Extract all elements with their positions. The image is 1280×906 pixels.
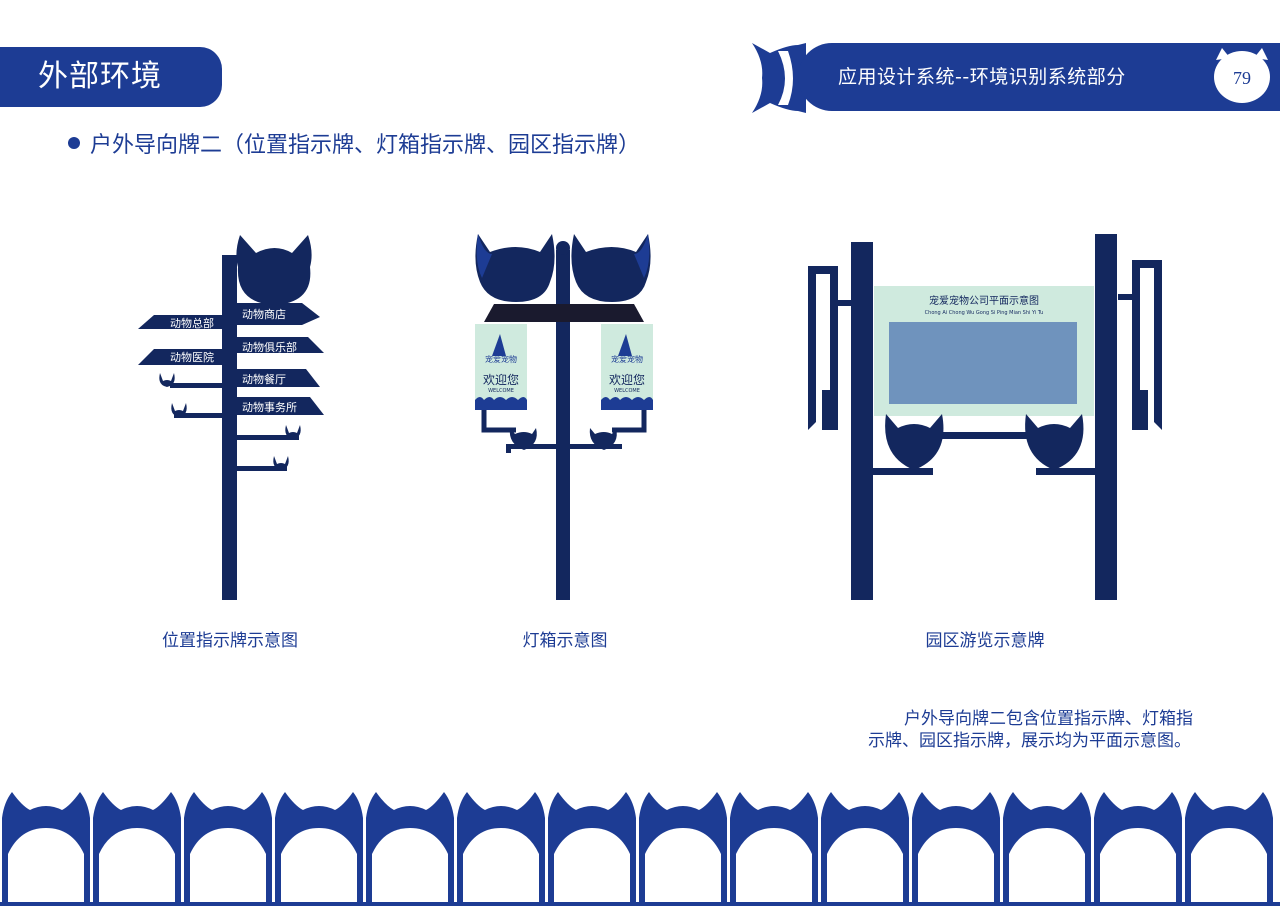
arrow-label: 动物总部 xyxy=(170,316,214,330)
position-sign-illustration: 动物总部 动物医院 动物商店 动物俱乐部 动物餐厅 动物事务所 xyxy=(138,235,324,600)
welcome-label: 欢迎您 xyxy=(609,372,645,387)
park-board-caption: 园区游览示意牌 xyxy=(925,631,1045,651)
lightbox-caption: 灯箱示意图 xyxy=(522,631,608,651)
brand-label: 宠爱宠物 xyxy=(485,354,517,364)
arrow-right-1 xyxy=(237,303,320,325)
board-subtitle: Chong Ai Chong Wu Gong Si Ping Mian Shi … xyxy=(925,310,1044,316)
arrow-label: 动物医院 xyxy=(170,350,214,364)
system-title: 应用设计系统--环境识别系统部分 xyxy=(838,66,1126,88)
arrow-label: 动物俱乐部 xyxy=(242,340,297,354)
page-number-badge xyxy=(1214,51,1270,103)
bullet-icon xyxy=(68,137,80,149)
arrow-right-4 xyxy=(237,397,324,415)
arrow-label: 动物餐厅 xyxy=(242,372,286,386)
arrow-left-2 xyxy=(138,349,222,365)
board-title: 宠爱宠物公司平面示意图 xyxy=(929,294,1039,307)
lightbox-illustration: 宠爱宠物 宠爱宠物 欢迎您 欢迎您 WELCOME WELCOME xyxy=(475,234,653,600)
arrow-right-2 xyxy=(237,337,324,353)
welcome-label: 欢迎您 xyxy=(483,372,519,387)
page-badge-ears-icon xyxy=(1216,48,1268,60)
cat-ear-border-decoration xyxy=(0,792,1280,906)
section-title-bar xyxy=(0,47,222,107)
arrow-left-1 xyxy=(138,315,222,329)
welcome-en-label: WELCOME xyxy=(488,388,514,394)
arrow-right-3 xyxy=(237,369,320,387)
cat-ear-ornament-icon xyxy=(752,43,806,113)
park-board-illustration: 宠爱宠物公司平面示意图 Chong Ai Chong Wu Gong Si Pi… xyxy=(808,234,1162,600)
welcome-en-label: WELCOME xyxy=(614,388,640,394)
arrow-label: 动物商店 xyxy=(242,307,286,321)
page-number: 79 xyxy=(1233,68,1251,88)
brand-label: 宠爱宠物 xyxy=(611,354,643,364)
section-title: 外部环境 xyxy=(38,59,162,94)
map-area xyxy=(889,322,1077,404)
position-sign-caption: 位置指示牌示意图 xyxy=(162,631,298,651)
system-title-bar xyxy=(798,43,1280,111)
arrow-label: 动物事务所 xyxy=(242,400,297,414)
page-subtitle: 户外导向牌二（位置指示牌、灯箱指示牌、园区指示牌） xyxy=(90,133,641,158)
description-text: 户外导向牌二包含位置指示牌、灯箱指示牌、园区指示牌，展示均为平面示意图。 xyxy=(868,709,1193,751)
